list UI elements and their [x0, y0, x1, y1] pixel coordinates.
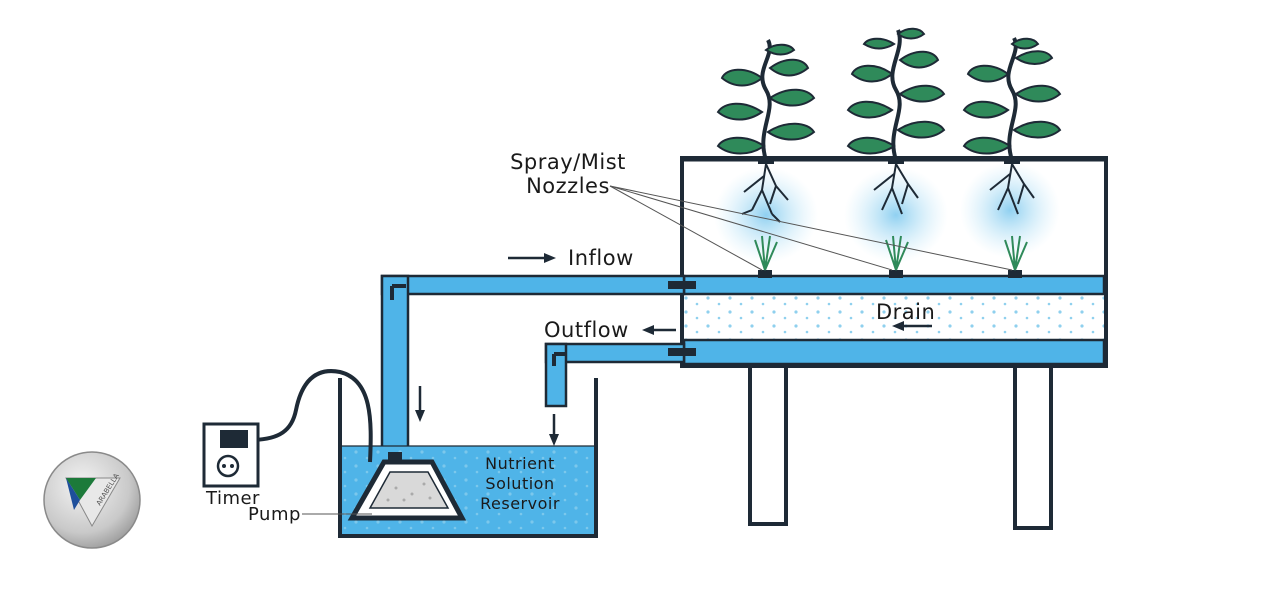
down-arrow-inflow: [415, 386, 425, 422]
outflow-arrow: [642, 325, 676, 335]
reservoir-label-line-3: Reservoir: [480, 494, 560, 513]
inflow-arrow: [508, 253, 556, 263]
drain-channel: [682, 338, 1106, 366]
outflow-pipe: [544, 342, 696, 408]
timer-label: Timer: [206, 488, 260, 509]
reservoir-label-line-2: Solution: [485, 474, 555, 493]
pump: [347, 452, 467, 521]
drain-arrow: [892, 321, 932, 331]
right-leg: [1013, 364, 1053, 530]
nozzle-leader-lines: [609, 185, 1013, 271]
left-leg: [748, 364, 788, 526]
timer-plug: [220, 430, 248, 448]
drain-label: Drain: [876, 300, 936, 324]
nozzle-3: [1004, 235, 1028, 278]
down-arrow-outflow: [549, 414, 559, 446]
nozzles-label-line-1: Spray/Mist: [510, 150, 626, 174]
plant-3: [962, 37, 1062, 215]
plant-2: [846, 27, 946, 215]
nozzle-2: [885, 235, 909, 278]
reservoir-label-line-1: Nutrient: [485, 454, 555, 473]
spray-manifold: [682, 274, 1106, 296]
outflow-coupler: [668, 348, 696, 356]
timer-outlet: [202, 422, 260, 488]
nozzle-1: [754, 235, 778, 278]
logo-green-shape: [66, 478, 96, 500]
mist-clouds: [714, 162, 1060, 263]
pump-label: Pump: [248, 504, 301, 525]
nozzles-label-line-2: Nozzles: [526, 174, 610, 198]
arabella-logo: ARABELLA: [43, 451, 141, 549]
inflow-coupler: [668, 281, 696, 289]
spray-nozzles: [754, 235, 1028, 278]
nozzles-label: Spray/Mist Nozzles: [488, 150, 648, 198]
drain-zone: [684, 294, 1104, 340]
flow-arrows: [415, 253, 932, 446]
inflow-pipe: [380, 274, 696, 462]
reservoir-label: Nutrient Solution Reservoir: [470, 454, 570, 514]
outflow-label: Outflow: [544, 318, 629, 342]
reservoir-outline: [338, 378, 598, 538]
plant-1: [716, 39, 816, 223]
logo-blue-shape: [66, 478, 80, 510]
inflow-label: Inflow: [568, 246, 634, 270]
power-cord: [249, 369, 373, 463]
table-legs: [748, 364, 1053, 530]
